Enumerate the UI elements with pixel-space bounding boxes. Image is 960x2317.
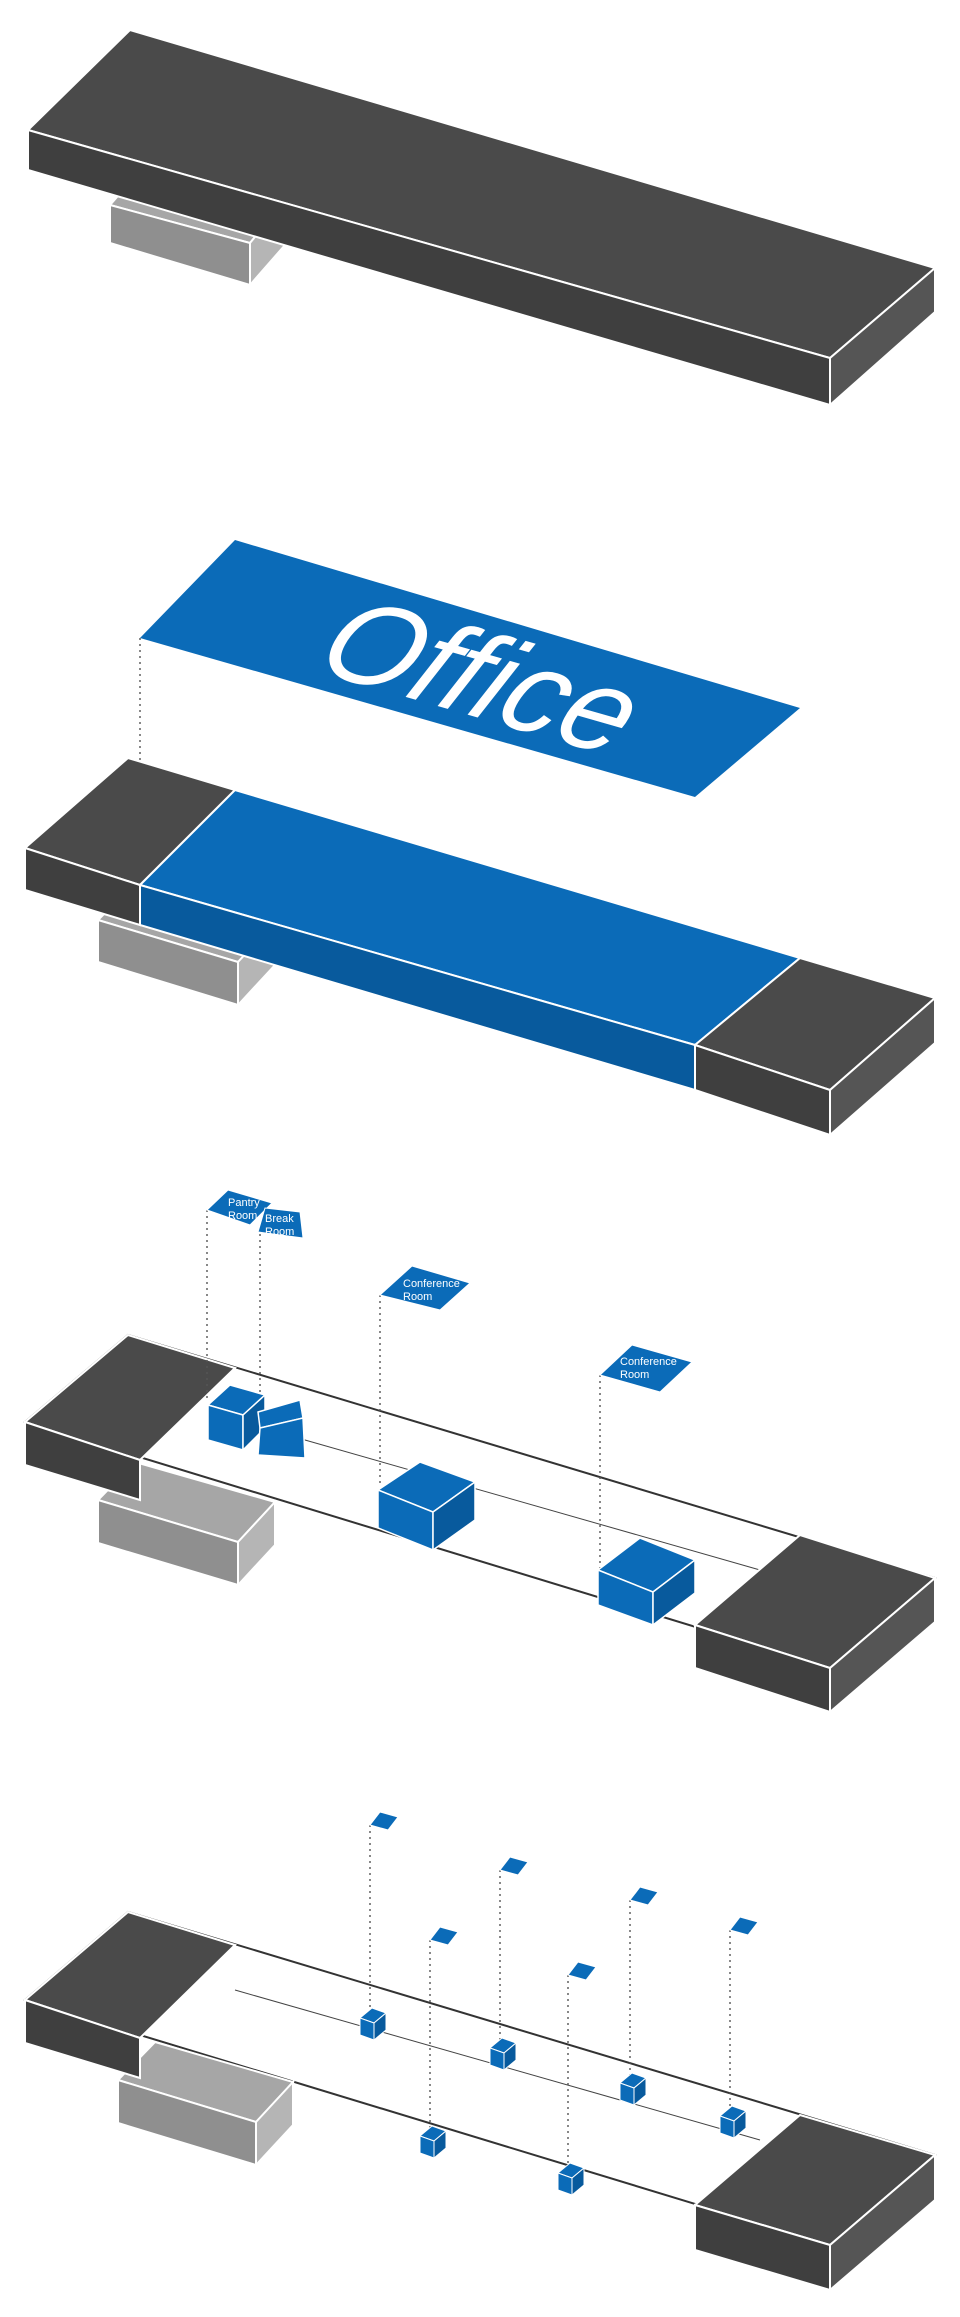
conf1-flag-line-1: Conference — [403, 1278, 460, 1290]
unit-markers — [359, 1811, 759, 2197]
conference-room-1-flag: Conference Room — [378, 1265, 472, 1311]
layer-2-office-zone: Office — [23, 540, 938, 1138]
office-plane — [140, 540, 800, 797]
pantry-room-box — [206, 1384, 267, 1452]
conference-room-2-box — [596, 1537, 697, 1627]
unit-marker-6 — [557, 1961, 597, 2197]
unit-flag-icon — [369, 1811, 399, 1831]
unit-box-side — [373, 2011, 387, 2042]
unit-flag-icon — [499, 1856, 529, 1876]
break-flag-line-1: Break — [265, 1213, 294, 1225]
unit-box-side — [433, 2129, 447, 2160]
layer-2-right-block-side — [829, 995, 936, 1138]
unit-box-side — [633, 2076, 647, 2107]
layer-3-room-zones: Pantry Room Break Room Conference Room C… — [22, 1189, 938, 1715]
pantry-room-flag: Pantry Room — [206, 1189, 273, 1226]
conf2-flag-line-1: Conference — [620, 1356, 677, 1368]
layer-4-unit-zones — [22, 1811, 938, 2293]
unit-marker-5 — [419, 1926, 459, 2160]
break-flag-line-2: Room — [265, 1226, 294, 1238]
unit-flag-icon — [429, 1926, 459, 1946]
layer-4-annex-side — [255, 2079, 294, 2168]
unit-marker-2 — [489, 1856, 529, 2072]
layer-1-building-slab — [26, 28, 938, 408]
pantry-flag-line-2: Room — [228, 1210, 257, 1222]
layer-1-slab-side — [829, 265, 936, 408]
conference-room-2-flag: Conference Room — [599, 1344, 693, 1393]
layer-3-right-block-side — [829, 1575, 936, 1715]
conf2-flag-line-2: Room — [620, 1369, 649, 1381]
break-room-flag: Break Room — [257, 1207, 304, 1239]
layer-3-center-line — [234, 1419, 761, 1571]
unit-flag-icon — [567, 1961, 597, 1981]
unit-marker-3 — [619, 1886, 659, 2107]
unit-box-side — [571, 2166, 585, 2197]
break-room-box — [257, 1399, 306, 1459]
layer-4-right-block-side — [829, 2152, 936, 2293]
layer-4-left-block-front — [24, 1998, 141, 2080]
pantry-flag-line-1: Pantry — [228, 1197, 260, 1209]
layer-3-left-block-front — [24, 1420, 141, 1502]
conference-room-1-box — [376, 1461, 477, 1552]
unit-flag-icon — [729, 1916, 759, 1936]
unit-marker-1 — [359, 1811, 399, 2042]
office-title: Office — [300, 572, 666, 780]
unit-marker-4 — [719, 1916, 759, 2140]
layer-3-annex-side — [237, 1499, 276, 1588]
unit-box-side — [503, 2041, 517, 2072]
unit-flag-icon — [629, 1886, 659, 1906]
unit-box-side — [733, 2109, 747, 2140]
conf1-flag-line-2: Room — [403, 1291, 432, 1303]
